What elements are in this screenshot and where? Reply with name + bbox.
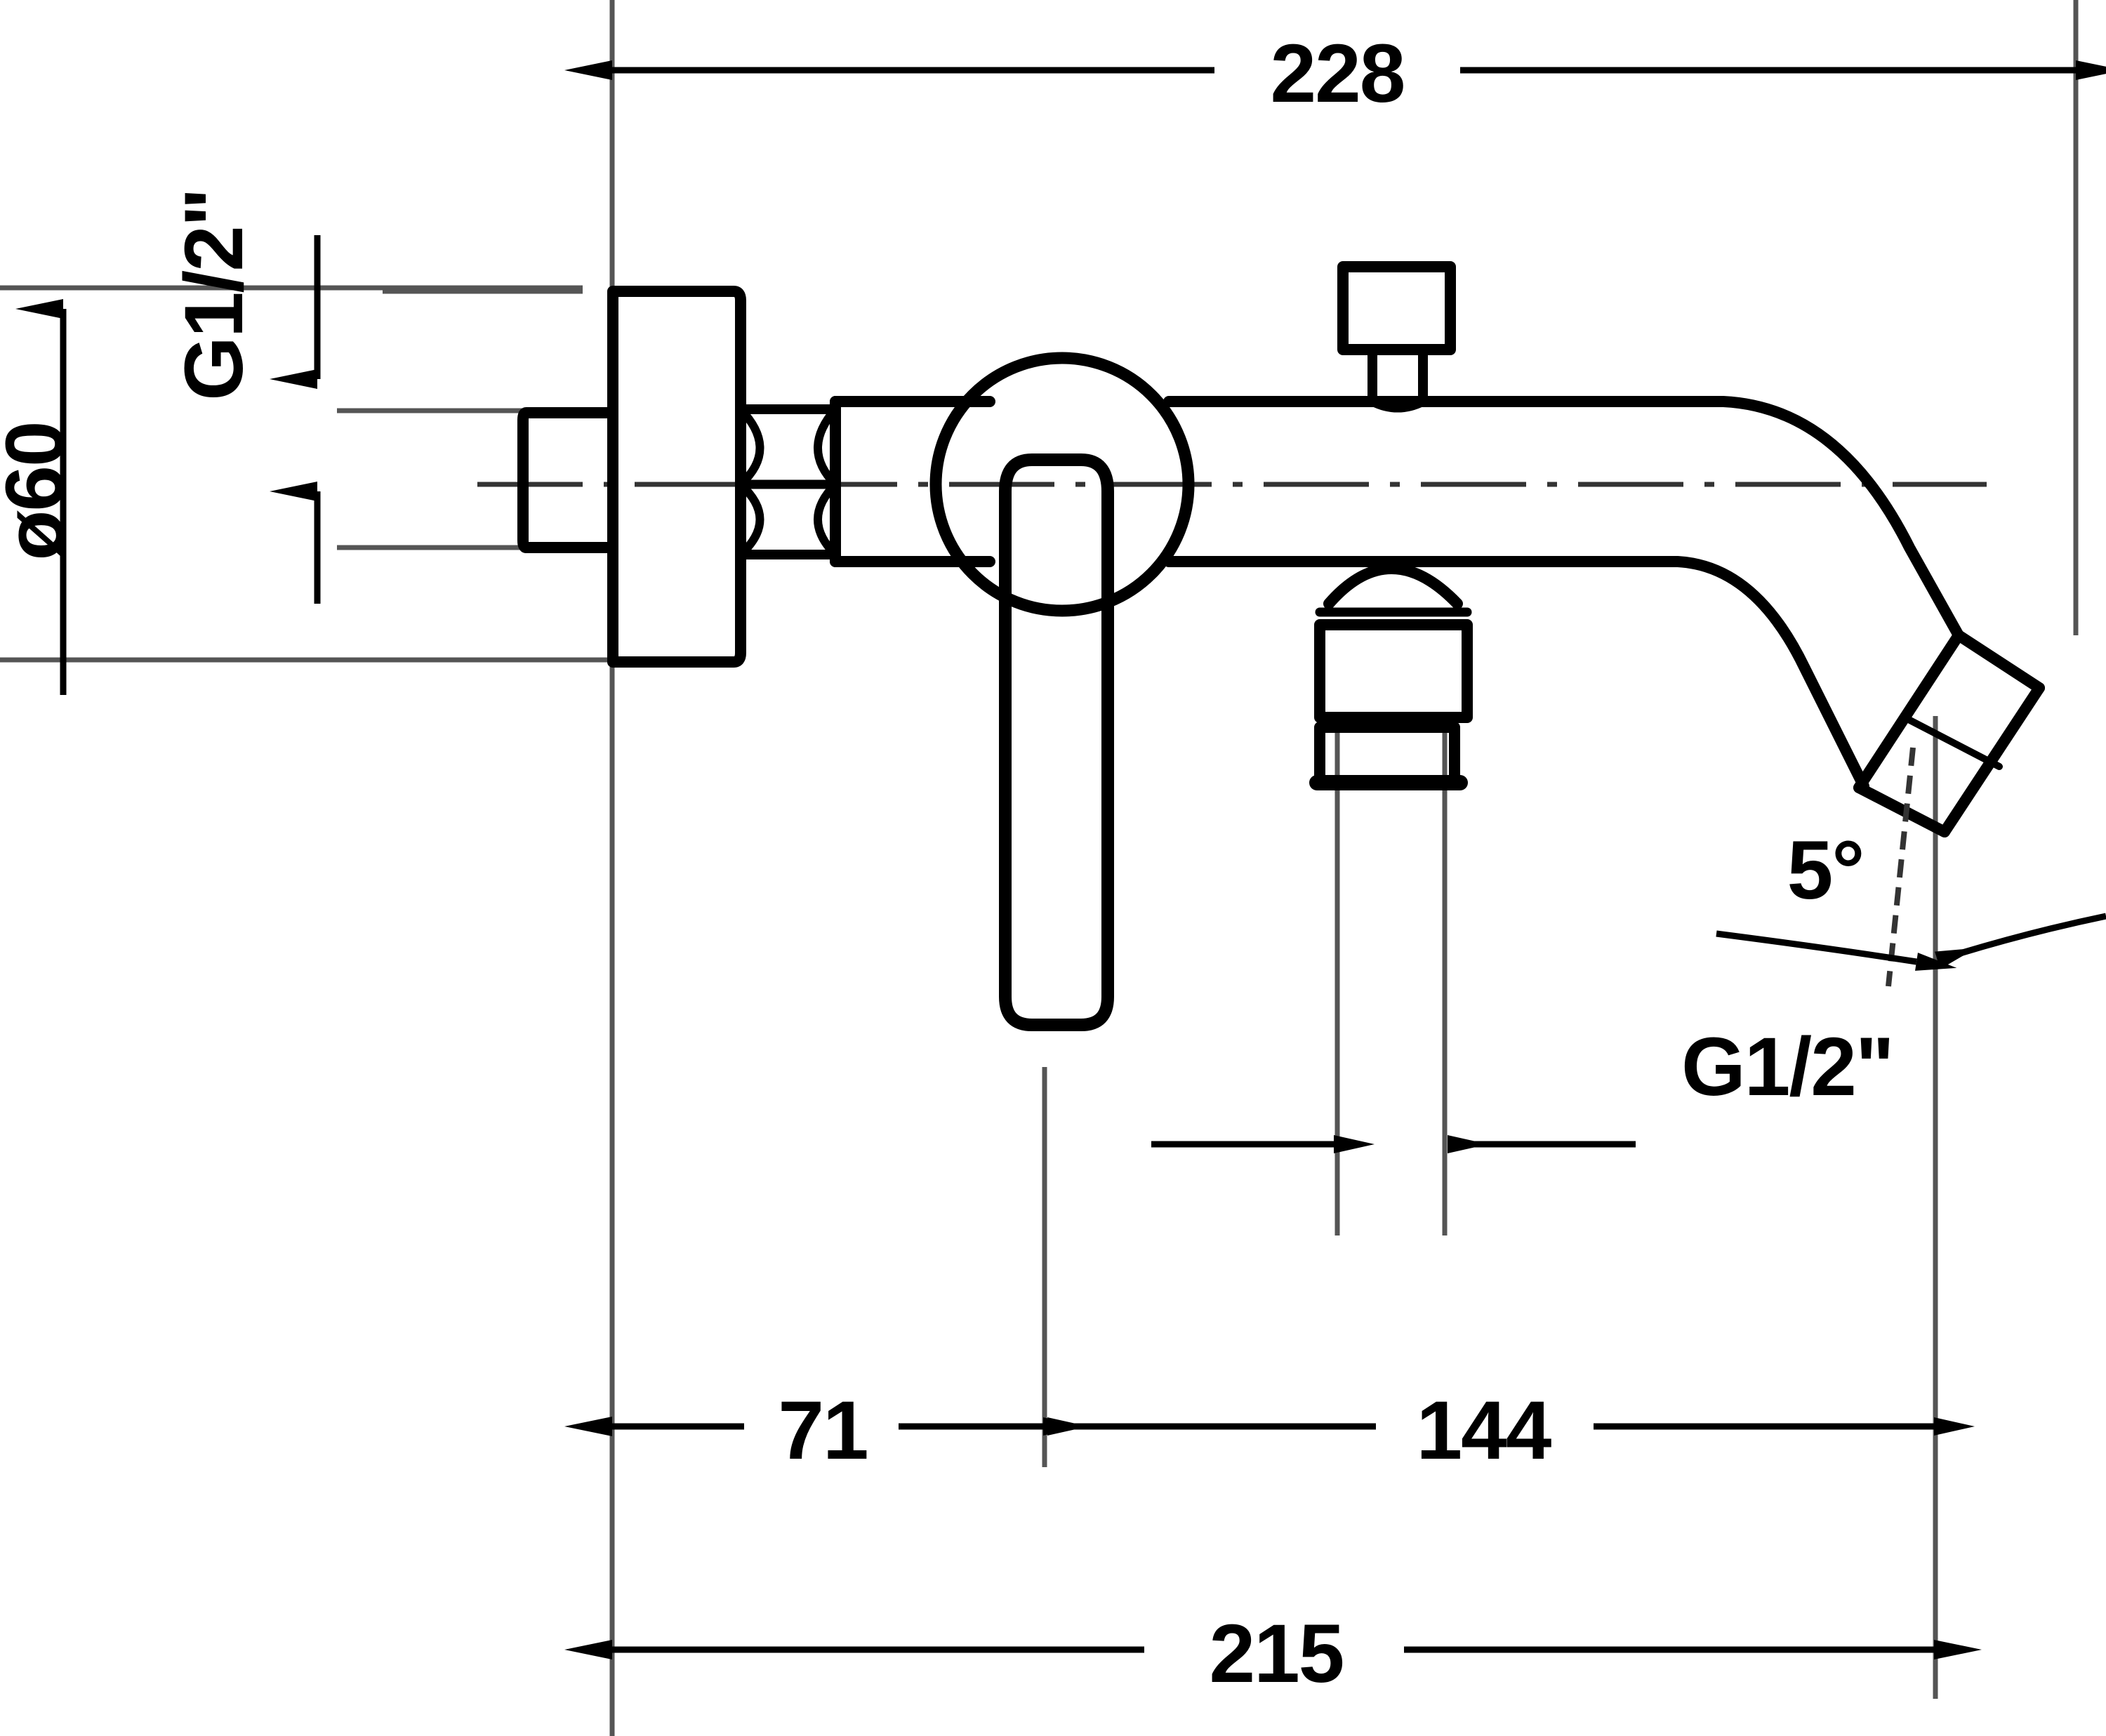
- dimension-71-label: 71: [778, 1384, 867, 1477]
- dimension-144-label: 144: [1417, 1384, 1551, 1477]
- spout-bottom-line: [1163, 556, 1869, 792]
- inlet-hex-nut: [517, 407, 618, 553]
- dimension-d60: ø60: [0, 299, 81, 695]
- angle-witness-line: [1886, 747, 1916, 987]
- dimension-144: 144: [1047, 1384, 1975, 1477]
- valve-escutcheon-circle: [929, 352, 1195, 617]
- lever-handle: [999, 453, 1114, 1031]
- spout-tip-top-edge: [1953, 630, 2045, 694]
- spout-top-line: [1163, 396, 1964, 641]
- spout-tip-left-edge: [1853, 630, 1964, 793]
- dimension-d60-label: ø60: [0, 422, 81, 560]
- boss-stem-base: [1367, 397, 1428, 413]
- dimension-outlet-thread: G1/2": [1151, 1021, 1895, 1153]
- dimension-angle-label: 5°: [1787, 824, 1864, 917]
- spout-tip-inner-line: [1901, 714, 2003, 770]
- outlet-collar-upper: [1314, 619, 1473, 723]
- dimension-71: 71: [564, 1384, 1084, 1477]
- outlet-dome: [1323, 563, 1463, 609]
- dimension-inlet-thread-label: G1/2": [168, 189, 260, 401]
- faucet-outline: [517, 261, 2045, 1031]
- dimension-angle-5deg: 5°: [1716, 747, 2106, 987]
- dimension-inlet-thread: G1/2": [168, 189, 321, 604]
- outlet-collar-lower: [1314, 722, 1460, 788]
- dimension-228-label: 228: [1271, 27, 1405, 120]
- dimension-215: 215: [564, 1608, 1982, 1700]
- dimension-228: 228: [564, 27, 2106, 120]
- wall-flange-plate: [607, 286, 746, 668]
- top-square-boss: [1337, 261, 1456, 355]
- spout-tip-bottom-edge: [1853, 782, 1950, 837]
- dimension-215-label: 215: [1210, 1608, 1344, 1700]
- dimension-outlet-thread-label: G1/2": [1681, 1021, 1893, 1113]
